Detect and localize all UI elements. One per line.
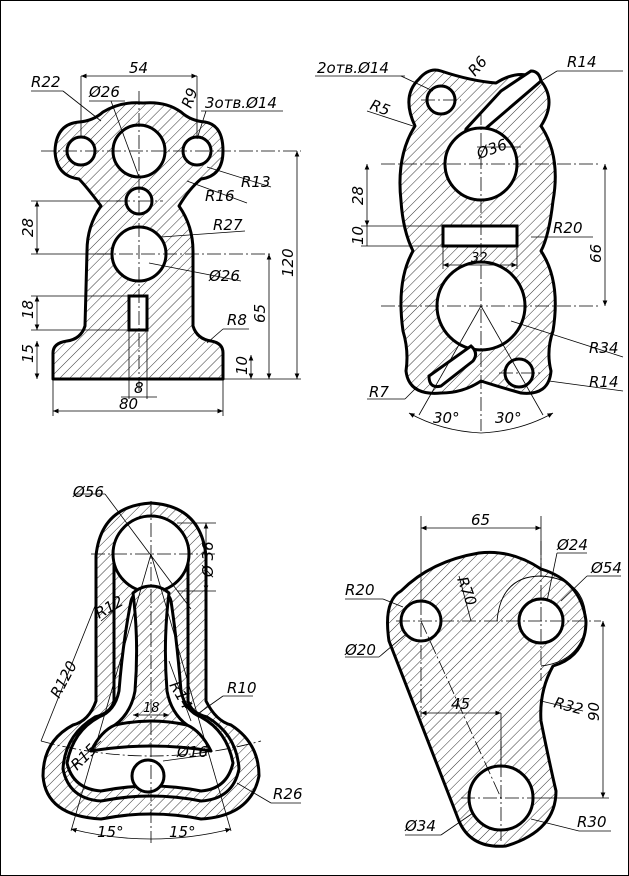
part-4-dim-65: 65 [471, 511, 490, 529]
part-1-dim-r22: R22 [31, 73, 61, 91]
part-2-dim-32: 32 [471, 251, 488, 266]
part-2-dim-holes: 2отв.Ø14 [317, 59, 389, 77]
part-1-dim-phi26a: Ø26 [88, 83, 120, 101]
part-2-dim-30b: 30° [495, 409, 522, 427]
part-3-dim-phi16: Ø16 [176, 743, 208, 761]
part-4-dim-90: 90 [585, 702, 603, 721]
part-3-lever: Ø56 Ø 36 R12 R120 R14 R10 18 R15 Ø16 R26… [40, 483, 303, 843]
part-3-dim-18: 18 [143, 701, 160, 716]
part-4-dim-r30: R30 [577, 813, 607, 831]
part-2-dim-30a: 30° [433, 409, 460, 427]
part-1-dim-8: 8 [134, 379, 144, 397]
part-3-dim-r120: R120 [47, 658, 81, 701]
part-1-dim-120: 120 [279, 248, 297, 277]
part-3-dim-phi36: Ø 36 [199, 541, 217, 578]
part-1-dim-r8: R8 [227, 311, 247, 329]
part-4-dim-45: 45 [451, 695, 470, 713]
part-2-dim-r7: R7 [369, 383, 389, 401]
part-2-dim-r5: R5 [368, 96, 393, 120]
part-4-dim-phi54: Ø54 [590, 559, 622, 577]
part-1-dim-phi26b: Ø26 [208, 267, 240, 285]
part-2-dim-r14b: R14 [589, 373, 619, 391]
part-2-dim-r34: R34 [589, 339, 619, 357]
part-3-web [89, 719, 213, 753]
part-1-dim-15: 15 [19, 344, 37, 363]
part-1-dim-r16: R16 [205, 187, 235, 205]
part-3-dim-15a: 15° [97, 823, 124, 841]
part-1-dim-r13: R13 [241, 173, 271, 191]
part-2-dim-r20: R20 [553, 219, 583, 237]
part-3-dim-r10: R10 [227, 679, 257, 697]
part-4-dim-phi24: Ø24 [556, 536, 588, 554]
part-1-dim-18: 18 [19, 300, 37, 319]
part-2-dim-r14a: R14 [567, 53, 597, 71]
part-1-dim-80: 80 [119, 395, 138, 413]
part-2-rect-slot [441, 224, 519, 248]
part-1-dim-r9: R9 [178, 85, 202, 110]
part-1-dim-65: 65 [251, 304, 269, 323]
part-1-dim-r27: R27 [213, 216, 243, 234]
part-3-dim-15b: 15° [169, 823, 196, 841]
part-1-dim-54: 54 [129, 59, 148, 77]
part-1-slot [127, 294, 149, 332]
part-2-dim-10: 10 [349, 226, 367, 245]
part-4-crank: 65 Ø24 R70 Ø54 R20 Ø20 45 R32 90 Ø34 R30 [344, 511, 622, 848]
part-4-dim-phi34: Ø34 [404, 817, 436, 835]
part-3-hole-phi16 [130, 758, 166, 794]
part-2-dim-28: 28 [349, 186, 367, 205]
part-1-bracket: 54 R22 Ø26 R9 3отв.Ø14 R13 R16 R27 Ø26 2… [19, 59, 301, 416]
part-2-dim-r6: R6 [464, 53, 491, 80]
part-3-dim-r26: R26 [273, 785, 303, 803]
part-4-dim-r20: R20 [345, 581, 375, 599]
part-2-dim-66: 66 [587, 244, 605, 263]
part-4-dim-phi20: Ø20 [344, 641, 376, 659]
part-1-dim-10: 10 [233, 356, 251, 375]
part-4-dim-r32: R32 [552, 693, 585, 718]
part-3-dim-phi56: Ø56 [72, 483, 104, 501]
part-1-dim-28: 28 [19, 218, 37, 237]
part-2-link: 2отв.Ø14 R6 R14 R5 Ø36 28 10 R20 32 66 R… [315, 53, 624, 434]
part-1-dim-holes: 3отв.Ø14 [205, 94, 277, 112]
